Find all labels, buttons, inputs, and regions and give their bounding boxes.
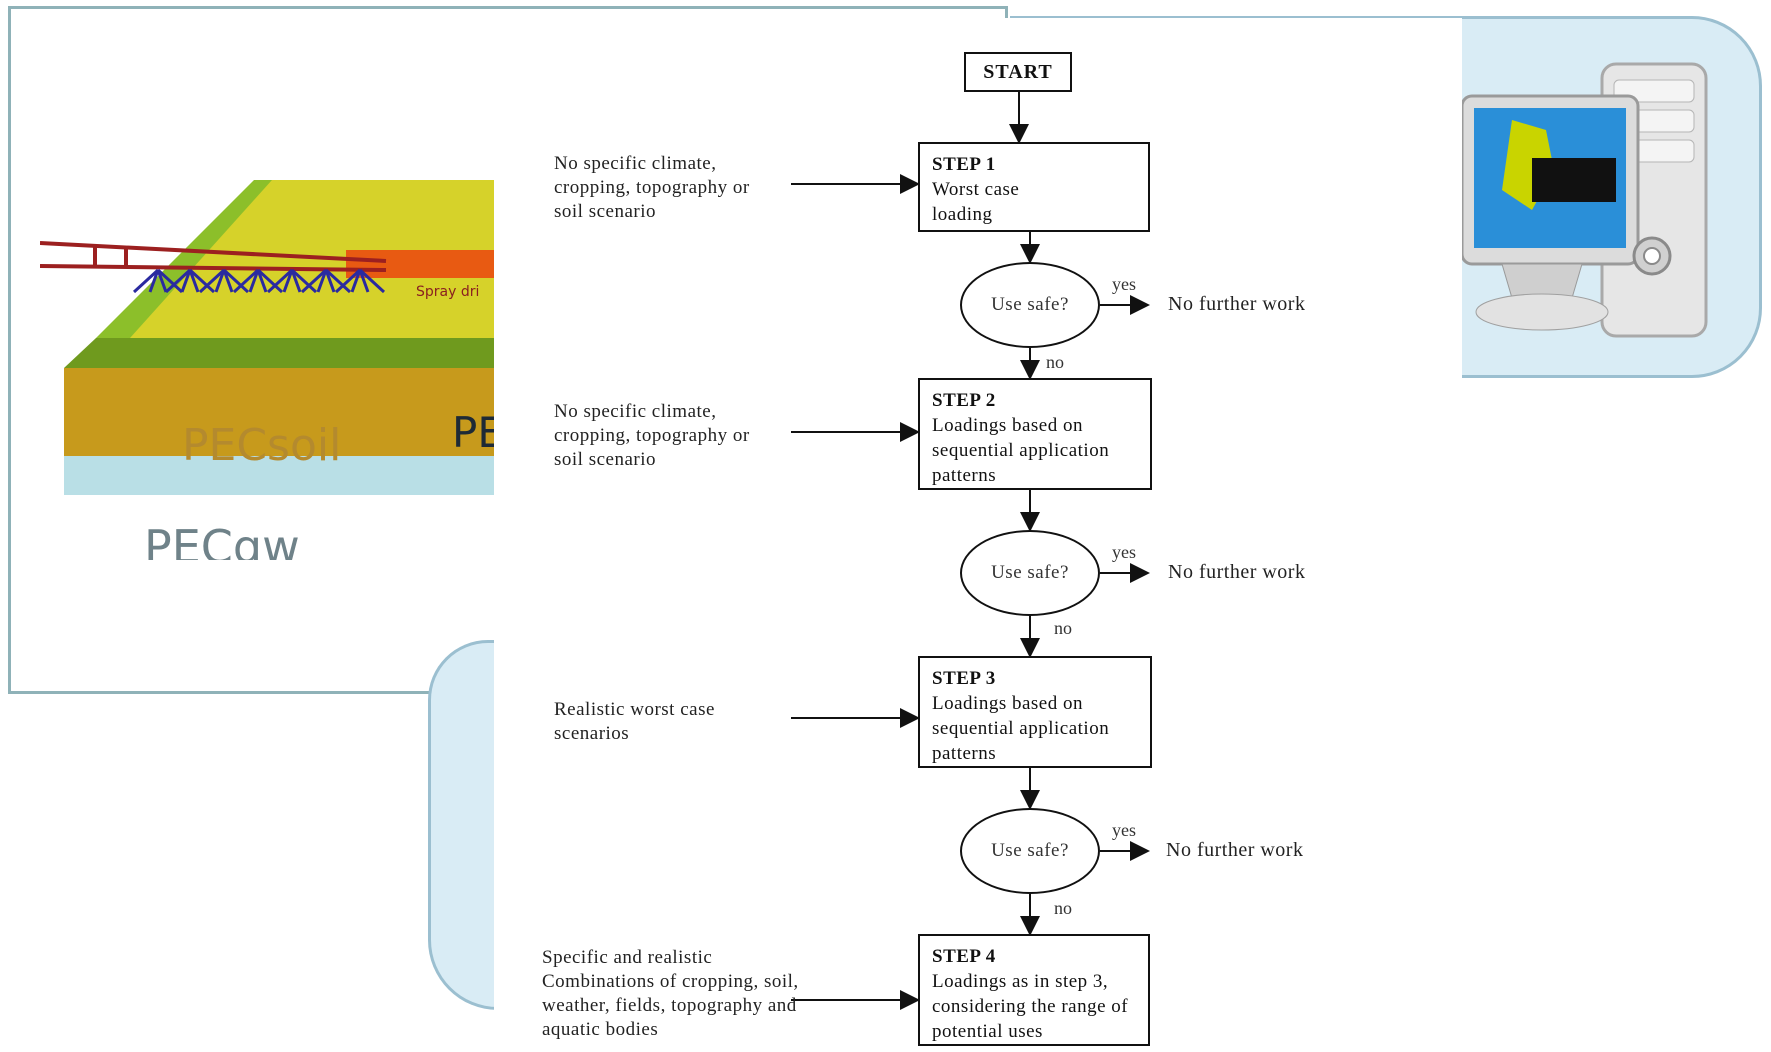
no-label-2: no: [1054, 618, 1072, 638]
soil-layer: [64, 368, 494, 456]
yes-label-2: yes: [1112, 542, 1136, 562]
boom-bottom: [40, 264, 387, 272]
step-1-title: STEP 1: [932, 154, 996, 175]
spray-drift-label: Spray dri: [416, 284, 480, 300]
start-node: START: [964, 52, 1072, 92]
pec-soil-label: PECsoil: [182, 420, 342, 471]
decision-2: Use safe?: [960, 530, 1100, 616]
input-scenario-2: No specific climate, cropping, topograph…: [554, 401, 750, 470]
yes-label-3: yes: [1112, 820, 1136, 840]
desktop-computer-icon: [1460, 60, 1712, 350]
pec-gw-label: PECgw: [144, 520, 300, 560]
decision-3: Use safe?: [960, 808, 1100, 894]
flowchart-canvas: START STEP 1 Worst case loading Use safe…: [494, 18, 1462, 1052]
boom-top: [40, 241, 387, 263]
decision-1: Use safe?: [960, 262, 1100, 348]
input-scenario-4: Specific and realistic Combinations of c…: [542, 947, 799, 1040]
step-2-title: STEP 2: [932, 390, 996, 411]
step-4-box: STEP 4 Loadings as in step 3, considerin…: [918, 934, 1150, 1046]
field-sprayer-illustration: Spray dri PECsoil PE PECgw: [40, 180, 494, 560]
outcome-2: No further work: [1168, 561, 1306, 583]
step-3-box: STEP 3 Loadings based on sequential appl…: [918, 656, 1152, 768]
no-label-3: no: [1054, 898, 1072, 918]
outcome-1: No further work: [1168, 293, 1306, 315]
groundwater-layer: [64, 455, 494, 495]
step-1-desc: Worst case loading: [932, 179, 1020, 225]
step-3-title: STEP 3: [932, 668, 996, 689]
step-2-box: STEP 2 Loadings based on sequential appl…: [918, 378, 1152, 490]
pec-partial-label: PE: [452, 408, 494, 457]
no-label-1: no: [1046, 352, 1064, 372]
outcome-3: No further work: [1166, 839, 1304, 861]
step-4-desc: Loadings as in step 3, considering the r…: [932, 971, 1129, 1042]
flowchart-connectors: [791, 92, 1150, 1010]
spray-nozzles: [132, 268, 386, 294]
field-sprayer-drawing: [40, 180, 494, 495]
ground-strip: [64, 338, 494, 368]
spray-drift-band: [346, 250, 494, 278]
step-4-title: STEP 4: [932, 946, 996, 967]
yes-label-1: yes: [1112, 274, 1136, 294]
step-1-box: STEP 1 Worst case loading: [918, 142, 1150, 232]
input-scenario-1: No specific climate, cropping, topograph…: [554, 153, 750, 222]
step-3-desc: Loadings based on sequential application…: [932, 693, 1110, 764]
input-scenario-3: Realistic worst case scenarios: [554, 699, 715, 744]
desktop-computer-drawing: [1460, 62, 1708, 338]
step-2-desc: Loadings based on sequential application…: [932, 415, 1110, 486]
